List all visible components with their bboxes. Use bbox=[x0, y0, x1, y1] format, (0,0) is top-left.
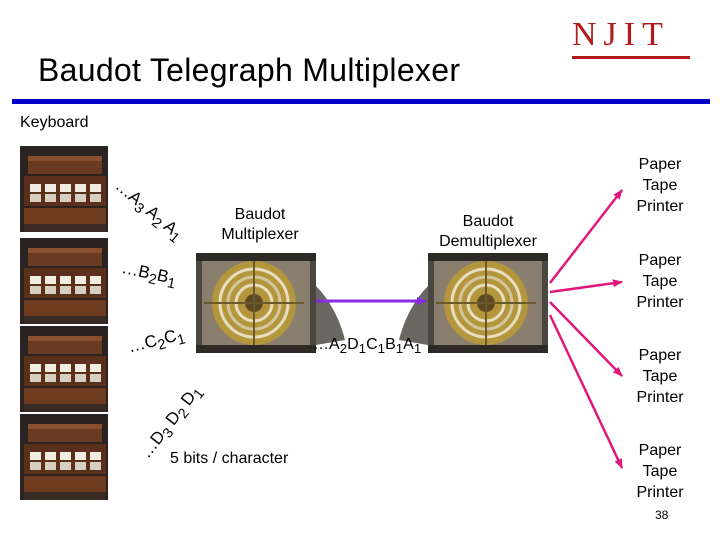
line-char-5: A bbox=[403, 336, 414, 353]
printer-1-label: Paper Tape Printer bbox=[636, 156, 684, 215]
keyboard-label: Keyboard bbox=[20, 114, 89, 131]
line-sub-4: 1 bbox=[395, 341, 404, 357]
title-rule bbox=[12, 99, 710, 104]
printer-3-label: Paper Tape Printer bbox=[636, 347, 684, 406]
keyboard-3 bbox=[20, 326, 108, 412]
arrow-to-printer-2 bbox=[549, 279, 623, 294]
printer-4-label: Paper Tape Printer bbox=[636, 442, 684, 501]
line-sequence: …A2D1C1B1A1 bbox=[313, 336, 421, 356]
line-sub-3: 1 bbox=[377, 341, 386, 357]
keyboard-2 bbox=[20, 238, 108, 324]
njit-logo: NJIT bbox=[572, 16, 670, 53]
arrow-to-printer-3 bbox=[549, 301, 623, 377]
demultiplexer-label: Baudot Demultiplexer bbox=[439, 213, 537, 250]
slide-title: Baudot Telegraph Multiplexer bbox=[38, 52, 461, 88]
page-number: 38 bbox=[655, 508, 669, 522]
keyboard-1 bbox=[20, 146, 108, 232]
line-sub-2: 1 bbox=[358, 341, 367, 357]
demultiplexer-machine bbox=[399, 251, 550, 355]
line-char-4: B bbox=[385, 336, 396, 353]
line-char-2: D bbox=[347, 336, 359, 353]
arrow-to-printer-4 bbox=[548, 314, 624, 469]
bits-label: 5 bits / character bbox=[170, 450, 289, 467]
arrow-to-printer-1 bbox=[549, 189, 623, 284]
keyboard-4 bbox=[20, 414, 108, 500]
multiplexer-label: Baudot Multiplexer bbox=[221, 206, 299, 243]
printer-2-label: Paper Tape Printer bbox=[636, 252, 684, 311]
line-sub-1: 2 bbox=[339, 341, 348, 357]
line-sub-5: 1 bbox=[413, 341, 422, 357]
line-prefix: … bbox=[313, 336, 329, 353]
line-char-1: A bbox=[329, 336, 340, 353]
logo-rule bbox=[572, 56, 690, 59]
line-char-3: C bbox=[366, 336, 378, 353]
